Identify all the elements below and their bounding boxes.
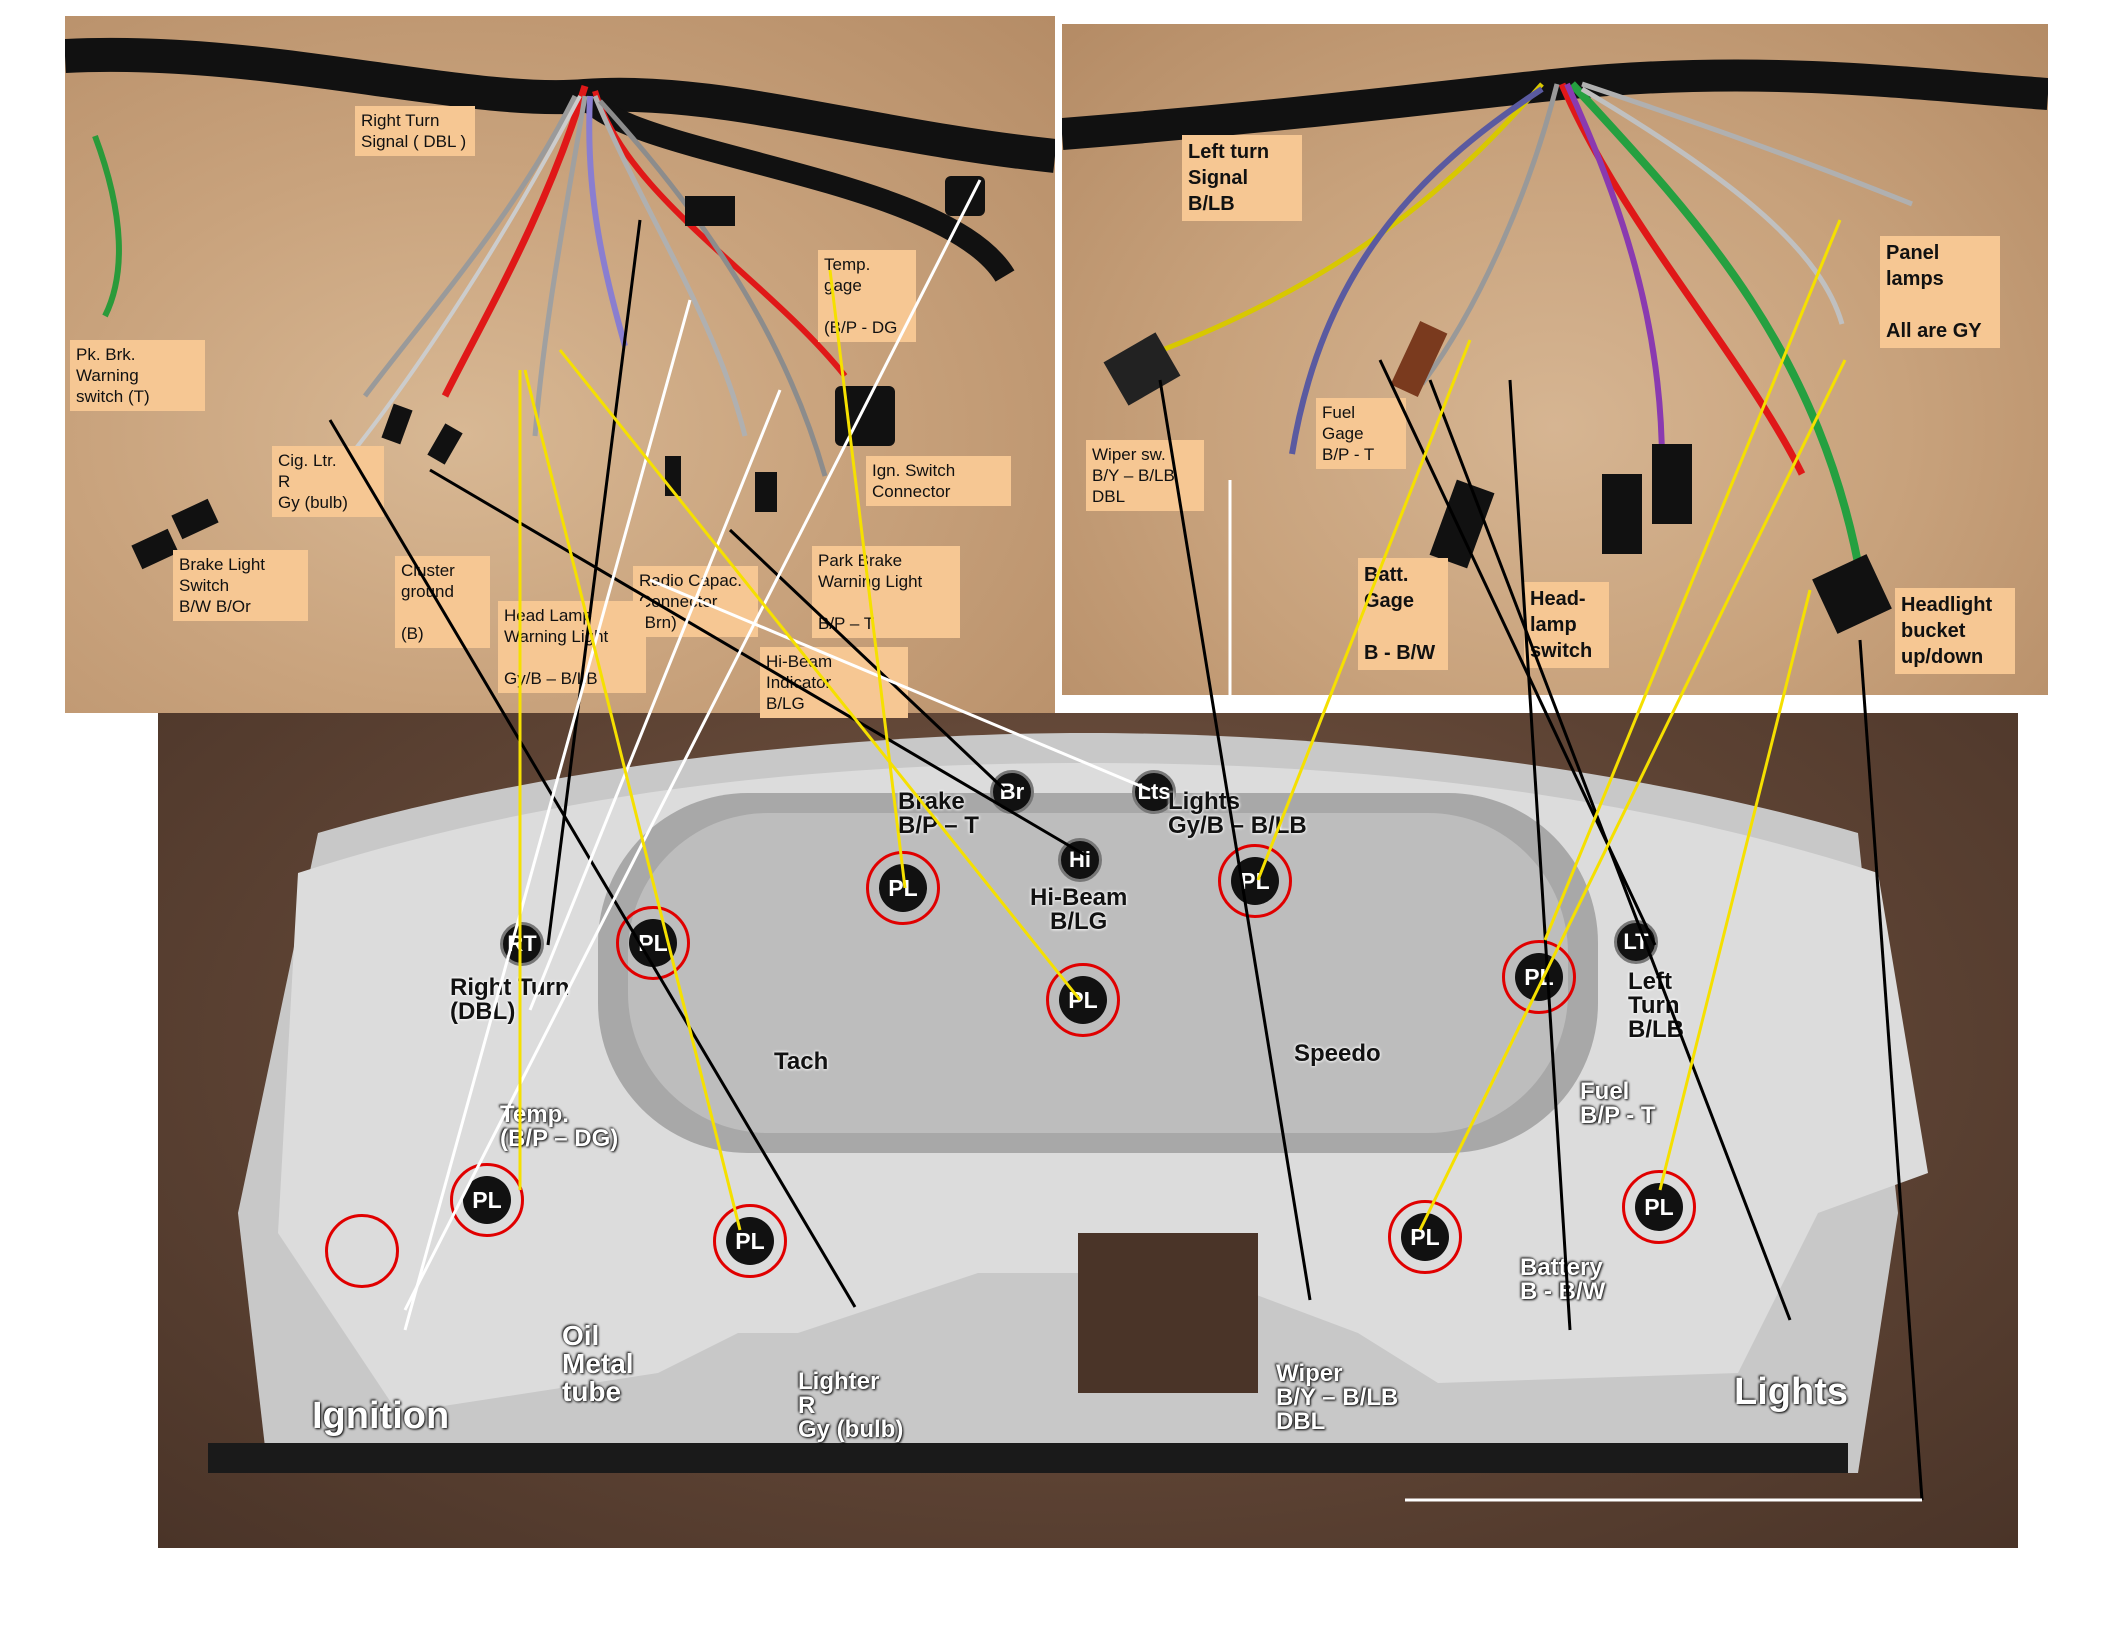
label-tach: Tach [774, 1048, 829, 1075]
panel-lamp-label: PL [879, 864, 927, 912]
label-pk-brk-warning: Pk. Brk. Warning switch (T) [70, 340, 205, 411]
panel-lamp-label: PL [1515, 953, 1563, 1001]
panel-lamp-label: PL [463, 1176, 511, 1224]
label-head-lamp-switch: Head- lamp switch [1524, 582, 1609, 668]
label-radio-capac-connector: Radio Capac. Connector (Brn) [633, 566, 758, 637]
plug-lt: LT [1614, 920, 1658, 964]
panel-lamp-lower-right: PL [1388, 1200, 1462, 1274]
plug-rt: RT [500, 922, 544, 966]
label-park-brake-warning: Park Brake Warning Light B/P – T [812, 546, 960, 638]
label-batt-gage: Batt. Gage B - B/W [1358, 558, 1448, 670]
panel-lamp-label: PL [1635, 1183, 1683, 1231]
panel-lamp-center: PL [1046, 963, 1120, 1037]
label-temp-gage: Temp. gage (B/P - DG [818, 250, 916, 342]
label-lights: Lights Gy/B – B/LB [1168, 788, 1307, 839]
label-fuel-gage: Fuel Gage B/P - T [1316, 398, 1406, 469]
label-brake: Brake B/P – T [898, 788, 979, 839]
label-cig-ltr: Cig. Ltr. R Gy (bulb) [272, 446, 384, 517]
label-wiper: Wiper B/Y – B/LB DBL [1276, 1360, 1399, 1435]
label-hi-beam-indicator: Hi-Beam Indicator B/LG [760, 647, 908, 718]
label-left-turn-signal: Left turn Signal B/LB [1182, 135, 1302, 221]
panel-lamp-label: PL [1231, 857, 1279, 905]
label-temp: Temp. (B/P – DG) [500, 1101, 619, 1152]
panel-lamp-fuel: PL [1622, 1170, 1696, 1244]
label-wiper-sw: Wiper sw. B/Y – B/LB DBL [1086, 440, 1204, 511]
panel-lamp-temp: PL [450, 1163, 524, 1237]
label-brake-light-switch: Brake Light Switch B/W B/Or [173, 550, 308, 621]
label-lights-switch: Lights [1734, 1371, 1848, 1413]
label-speedo: Speedo [1294, 1040, 1381, 1067]
label-left-turn: Left Turn B/LB [1628, 968, 1684, 1043]
panel-lamp-brake: PL [866, 851, 940, 925]
panel-lamp-label: PL [629, 919, 677, 967]
plug-br: Br [990, 770, 1034, 814]
label-lighter: Lighter R Gy (bulb) [798, 1368, 904, 1443]
label-panel-lamps: Panel lamps All are GY [1880, 236, 2000, 348]
label-ign-switch-connector: Ign. Switch Connector [866, 456, 1011, 506]
panel-lamp-lights: PL [1218, 844, 1292, 918]
label-oil: Oil Metal tube [562, 1320, 634, 1407]
label-hi-beam: Hi-Beam B/LG [1030, 884, 1128, 935]
panel-lamp-label: PL [726, 1217, 774, 1265]
label-battery: Battery B - B/W [1520, 1254, 1606, 1305]
label-right-turn-signal: Right Turn Signal ( DBL ) [355, 106, 475, 156]
panel-lamp-label: PL [1401, 1213, 1449, 1261]
cluster-ground-ring [325, 1214, 399, 1288]
label-fuel: Fuel B/P - T [1580, 1078, 1656, 1129]
label-headlight-bucket: Headlight bucket up/down [1895, 588, 2015, 674]
label-head-lamp-warning: Head Lamp Warning Light Gy/B – B/LB [498, 601, 646, 693]
panel-lamp-lower-left: PL [713, 1204, 787, 1278]
panel-lamp-upper-right: PL [1502, 940, 1576, 1014]
label-cluster-ground: Cluster ground (B) [395, 556, 490, 648]
panel-lamp-label: PL [1059, 976, 1107, 1024]
label-ignition: Ignition [312, 1395, 450, 1437]
label-right-turn: Right Turn (DBL) [450, 974, 570, 1025]
panel-lamp-upper-left: PL [616, 906, 690, 980]
plug-hi: Hi [1058, 838, 1102, 882]
